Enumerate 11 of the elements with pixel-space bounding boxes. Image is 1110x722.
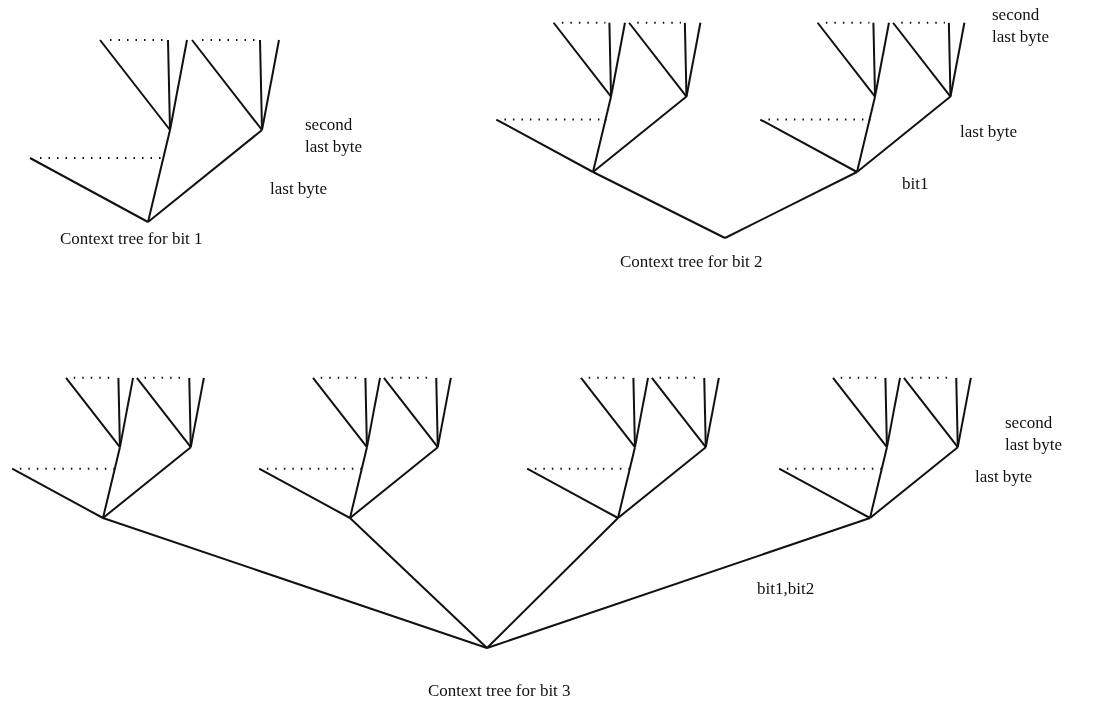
level-label: last byte bbox=[960, 121, 1018, 143]
caption: Context tree for bit 1 bbox=[60, 228, 203, 250]
level-label: second last byte bbox=[1005, 412, 1064, 456]
level-label: last byte bbox=[270, 178, 328, 200]
caption: Context tree for bit 3 bbox=[428, 680, 571, 702]
level-label: bit1 bbox=[902, 173, 929, 195]
level-label: last byte bbox=[975, 466, 1033, 488]
level-label: second last byte bbox=[305, 114, 364, 158]
level-label: bit1,bit2 bbox=[757, 578, 815, 600]
caption: Context tree for bit 2 bbox=[620, 251, 763, 273]
level-label: second last byte bbox=[992, 4, 1051, 48]
